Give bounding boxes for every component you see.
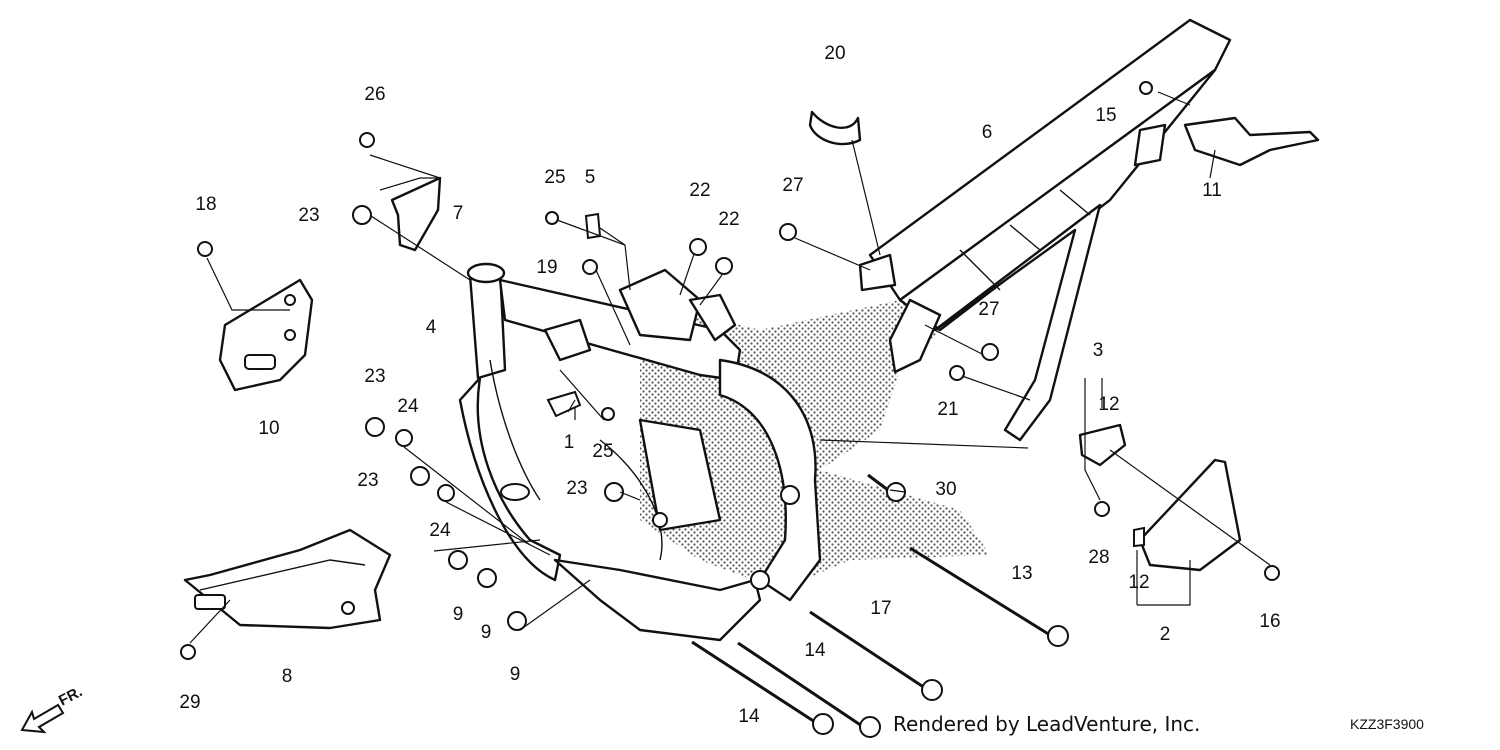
- callout-3[interactable]: 3: [1093, 340, 1104, 361]
- bolt-26[interactable]: [359, 132, 375, 148]
- right-side-cover[interactable]: [1138, 458, 1242, 572]
- nut-22-a[interactable]: [689, 238, 707, 256]
- callout-15[interactable]: 15: [1095, 105, 1116, 126]
- bracket[interactable]: [390, 176, 442, 252]
- front-arrow-icon: FR.: [20, 683, 85, 734]
- callout-22-a[interactable]: 22: [689, 180, 710, 201]
- callout-14-b[interactable]: 14: [738, 706, 760, 727]
- left-side-cover[interactable]: [218, 278, 314, 392]
- callout-7[interactable]: 7: [453, 203, 464, 224]
- bolt-18[interactable]: [197, 241, 213, 257]
- callout-21[interactable]: 21: [937, 399, 958, 420]
- bolt-14-a[interactable]: [737, 641, 881, 738]
- callout-2[interactable]: 2: [1160, 624, 1171, 645]
- callout-28[interactable]: 28: [1088, 547, 1109, 568]
- bolt-17[interactable]: [809, 610, 943, 701]
- mounting-bracket[interactable]: [1078, 423, 1127, 467]
- bolt-13[interactable]: [909, 546, 1069, 647]
- bolt-27-a[interactable]: [779, 223, 797, 241]
- callout-4[interactable]: 4: [426, 317, 437, 338]
- callout-29[interactable]: 29: [179, 692, 200, 713]
- callout-9-a[interactable]: 9: [453, 604, 464, 625]
- callout-24-a[interactable]: 24: [397, 396, 419, 417]
- nut-23-a[interactable]: [352, 205, 372, 225]
- callout-25-a[interactable]: 25: [544, 167, 565, 188]
- bolt-30[interactable]: [867, 473, 906, 502]
- callout-labels: 1 2 3 4 5 6 7 8 9 9 9 10 11 12 12 13 14 …: [179, 43, 1280, 727]
- bolt-15[interactable]: [1139, 81, 1153, 95]
- callout-25-b[interactable]: 25: [592, 441, 613, 462]
- main-frame[interactable]: [458, 262, 822, 642]
- callout-5[interactable]: 5: [585, 167, 596, 188]
- callout-26[interactable]: 26: [364, 84, 385, 105]
- nut-23-d[interactable]: [604, 482, 624, 502]
- callout-6[interactable]: 6: [982, 122, 993, 143]
- render-credit: Rendered by LeadVenture, Inc.: [893, 712, 1200, 736]
- callout-13[interactable]: 13: [1011, 563, 1032, 584]
- collar-9-a[interactable]: [448, 550, 468, 570]
- callout-19[interactable]: 19: [536, 257, 557, 278]
- clip-1[interactable]: [546, 390, 582, 418]
- callout-14-a[interactable]: 14: [804, 640, 826, 661]
- callout-27-b[interactable]: 27: [978, 299, 999, 320]
- callout-24-b[interactable]: 24: [429, 520, 451, 541]
- callout-20[interactable]: 20: [824, 43, 845, 64]
- bolt-29[interactable]: [180, 644, 196, 660]
- sub-frame[interactable]: [858, 18, 1232, 442]
- callout-9-b[interactable]: 9: [481, 622, 492, 643]
- nut-23-b[interactable]: [365, 417, 385, 437]
- callout-23-a[interactable]: 23: [298, 205, 319, 226]
- callout-23-c[interactable]: 23: [357, 470, 378, 491]
- callout-12-b[interactable]: 12: [1128, 572, 1149, 593]
- callout-9-c[interactable]: 9: [510, 664, 521, 685]
- callout-18[interactable]: 18: [195, 194, 216, 215]
- callout-23-d[interactable]: 23: [566, 478, 587, 499]
- callout-30[interactable]: 30: [935, 479, 956, 500]
- bolt-14-b[interactable]: [691, 640, 834, 735]
- bolt-27-b[interactable]: [981, 343, 999, 361]
- bolt-16[interactable]: [1264, 565, 1280, 581]
- bolt-28[interactable]: [1094, 501, 1110, 517]
- nut-23-c[interactable]: [410, 466, 430, 486]
- callout-8[interactable]: 8: [282, 666, 293, 687]
- wire-clamp[interactable]: [808, 110, 862, 146]
- washer-24-a[interactable]: [395, 429, 413, 447]
- callout-27-a[interactable]: 27: [782, 175, 803, 196]
- callout-16[interactable]: 16: [1259, 611, 1280, 632]
- nut-22-b[interactable]: [715, 257, 733, 275]
- diagram-code: KZZ3F3900: [1350, 716, 1424, 732]
- leader-lines: [189, 91, 1271, 644]
- washer-24-b[interactable]: [437, 484, 455, 502]
- callout-23-b[interactable]: 23: [364, 366, 385, 387]
- rear-carrier-bracket[interactable]: [1183, 116, 1320, 167]
- skid-plate[interactable]: [183, 528, 392, 630]
- clip-12-b[interactable]: [1133, 526, 1145, 548]
- callout-12-a[interactable]: 12: [1098, 394, 1119, 415]
- callout-11[interactable]: 11: [1202, 180, 1222, 201]
- callout-1[interactable]: 1: [564, 432, 575, 453]
- bolt-25-b[interactable]: [601, 407, 615, 421]
- collar-9-c[interactable]: [507, 611, 527, 631]
- front-direction-label: FR.: [56, 683, 85, 709]
- callout-17[interactable]: 17: [870, 598, 891, 619]
- callout-22-b[interactable]: 22: [718, 209, 739, 230]
- nut-19[interactable]: [582, 259, 598, 275]
- nut-21[interactable]: [949, 365, 965, 381]
- bolt-25-a[interactable]: [545, 211, 559, 225]
- callout-10[interactable]: 10: [258, 418, 279, 439]
- collar-9-b[interactable]: [477, 568, 497, 588]
